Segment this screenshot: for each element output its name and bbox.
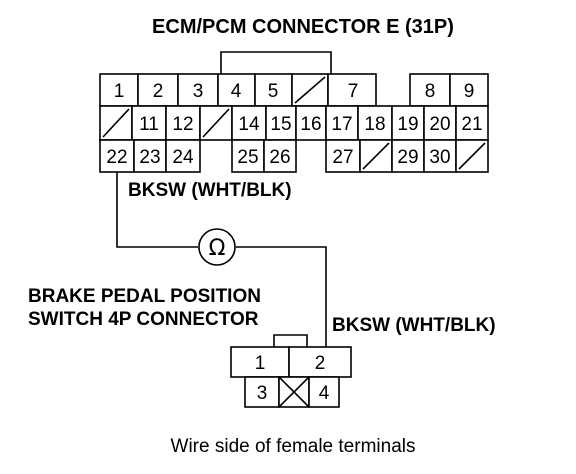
wire-label-ecm: BKSW (WHT/BLK)	[128, 180, 292, 201]
switch-pin-3	[244, 376, 280, 408]
switch-pin-3-label: 3	[257, 383, 268, 404]
ecm-pin-2-label: 2	[153, 81, 164, 102]
ecm-pin-22-label: 22	[106, 147, 127, 168]
ecm-pin-11-label: 11	[139, 114, 159, 135]
switch-connector: 1 2 3 4	[230, 346, 352, 408]
switch-pin-4-label: 4	[319, 383, 330, 404]
ecm-pin-20-label: 20	[429, 114, 450, 135]
ecm-pin-26	[263, 139, 297, 173]
ecm-pin-14-label: 14	[238, 114, 260, 135]
switch-pin-2	[288, 346, 352, 378]
ohm-icon: Ω	[209, 236, 226, 261]
wire-label-switch: BKSW (WHT/BLK)	[332, 315, 496, 336]
ecm-pin-30	[423, 139, 457, 173]
ecm-pin-23-label: 23	[139, 147, 160, 168]
ecm-pin-7	[327, 73, 377, 107]
ecm-pin-15-label: 15	[270, 114, 291, 135]
ecm-row-1: 1 2 3 4 5 7 8 9	[99, 73, 489, 107]
wire-meter-to-switch	[236, 246, 327, 347]
ecm-pin-3-label: 3	[193, 81, 204, 102]
ecm-pin-30-label: 30	[429, 147, 450, 168]
ecm-connector-lock-tab	[220, 51, 332, 74]
switch-pin-4	[308, 376, 340, 408]
ecm-pin-1-label: 1	[114, 81, 125, 102]
ohmmeter-circle	[198, 228, 236, 266]
ecm-row-2: 11 12 14 15 16 17 18 19 20 21	[99, 105, 489, 141]
ecm-pin-29	[391, 139, 425, 173]
switch-cavity-x-2	[278, 376, 310, 408]
ecm-pin-9-label: 9	[464, 81, 475, 102]
ecm-pin-14	[231, 105, 267, 141]
ecm-pin-13-slash	[202, 108, 230, 138]
ecm-pin-18-label: 18	[364, 114, 385, 135]
ecm-pin-25-label: 25	[237, 147, 258, 168]
ecm-pin-19	[391, 105, 425, 141]
ecm-pin-4-label: 4	[231, 81, 242, 102]
ecm-pin-16-label: 16	[300, 114, 321, 135]
ecm-pin-23	[133, 139, 167, 173]
ecm-pin-8-label: 8	[425, 81, 436, 102]
switch-pin-1-label: 1	[255, 353, 266, 374]
ecm-pin-28-slash	[362, 142, 390, 170]
ecm-pin-9	[449, 73, 489, 107]
ecm-pin-19-label: 19	[397, 114, 418, 135]
switch-connector-title-1: BRAKE PEDAL POSITION	[28, 286, 261, 307]
ecm-pin-24	[165, 139, 201, 173]
ecm-pin-21	[455, 105, 489, 141]
ecm-row-3: 22 23 24 25 26 27 29 30	[99, 139, 489, 173]
ecm-pin-5-label: 5	[268, 81, 279, 102]
ecm-pin-25	[231, 139, 265, 173]
ecm-pin-6-slash	[294, 76, 326, 104]
ecm-pin-15	[265, 105, 297, 141]
ecm-connector-title: ECM/PCM CONNECTOR E (31P)	[152, 16, 454, 38]
ecm-pin-21-label: 21	[461, 114, 482, 135]
ecm-pin-26-label: 26	[269, 147, 290, 168]
switch-connector-title-2: SWITCH 4P CONNECTOR	[28, 309, 259, 330]
ecm-pin-12-label: 12	[172, 114, 193, 135]
switch-connector-lock-tab	[273, 334, 308, 347]
ecm-pin-27-label: 27	[332, 147, 353, 168]
ecm-pin-7-label: 7	[348, 81, 359, 102]
ecm-pin-17	[325, 105, 359, 141]
ecm-pin-16	[295, 105, 327, 141]
ecm-pin-17-label: 17	[331, 114, 352, 135]
wire-ecm-to-meter	[116, 172, 198, 248]
ecm-pin-29-label: 29	[397, 147, 418, 168]
ecm-pin-31-slash	[458, 142, 486, 170]
ecm-pin-18	[357, 105, 393, 141]
diagram-caption: Wire side of female terminals	[171, 436, 416, 457]
ecm-pin-24-label: 24	[172, 147, 194, 168]
switch-pin-2-label: 2	[315, 353, 326, 374]
ecm-pin-10-slash	[102, 108, 130, 138]
